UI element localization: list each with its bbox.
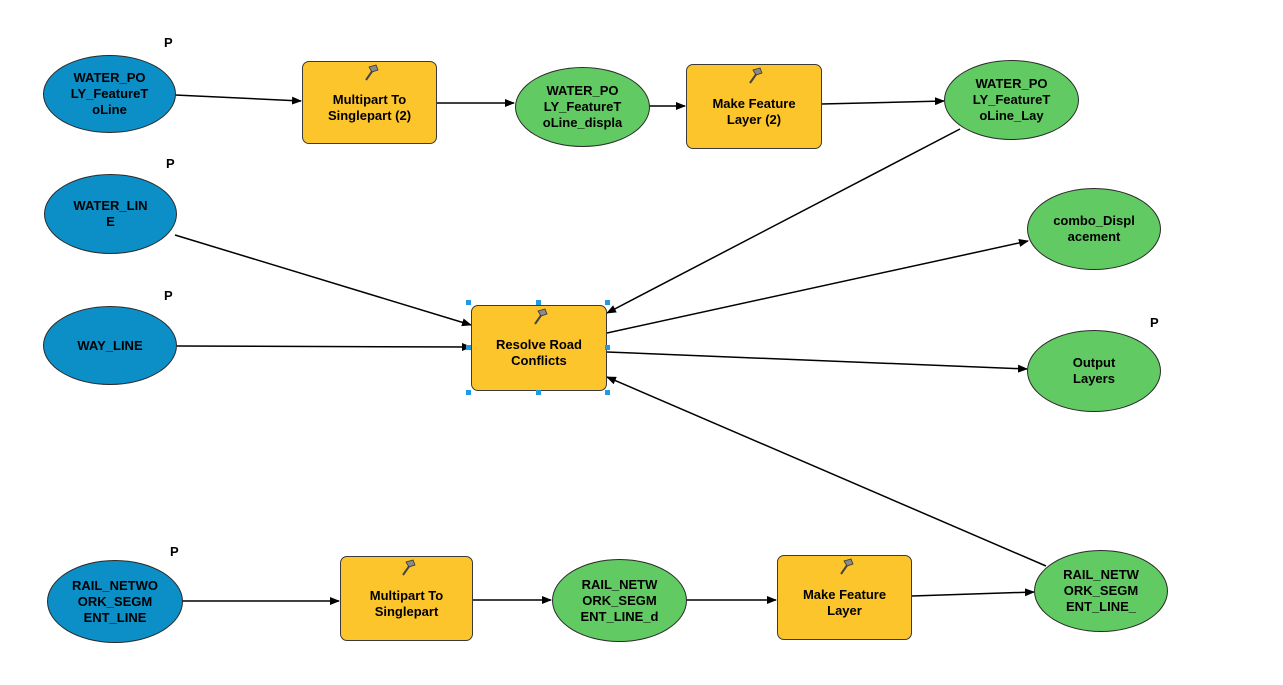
node-label: Multipart To Singlepart (2) (327, 91, 412, 123)
node-label: WATER_PO LY_FeatureT oLine (70, 70, 149, 117)
node-label: WATER_PO LY_FeatureT oLine_Lay (972, 76, 1051, 123)
node-label: RAIL_NETWO ORK_SEGM ENT_LINE (72, 577, 158, 625)
connector-make-layer-2-to-water-poly-lay[interactable] (820, 97, 945, 106)
rail-network-segment-line-d-node[interactable]: RAIL_NETW ORK_SEGM ENT_LINE_d (552, 559, 687, 642)
selection-handle[interactable] (536, 300, 541, 305)
combo-displacement-node[interactable]: combo_Displ acement (1027, 188, 1161, 270)
selection-handle[interactable] (466, 390, 471, 395)
selection-handle[interactable] (466, 300, 471, 305)
node-label: WATER_LIN E (73, 198, 148, 229)
water-poly-featuretoline-lay-node[interactable]: WATER_PO LY_FeatureT oLine_Lay (944, 60, 1079, 140)
make-feature-layer-tool[interactable]: Make Feature Layer (777, 555, 912, 640)
connector-make-layer-1-to-rail-network-out[interactable] (911, 588, 1035, 597)
parameter-flag: P (170, 544, 179, 559)
connector-rail-network-out-to-resolve-road[interactable] (606, 376, 1047, 567)
node-label: Make Feature Layer (2) (712, 95, 796, 127)
hammer-icon (534, 308, 548, 325)
node-label: WAY_LINE (77, 337, 143, 353)
resolve-road-conflicts-tool[interactable]: Resolve Road Conflicts (471, 305, 607, 391)
parameter-flag: P (1150, 315, 1159, 330)
parameter-flag: P (164, 35, 173, 50)
node-label: WATER_PO LY_FeatureT oLine_displa (542, 83, 623, 130)
node-label: Resolve Road Conflicts (496, 337, 582, 368)
selection-handle[interactable] (536, 390, 541, 395)
rail-network-segment-line-output-node[interactable]: RAIL_NETW ORK_SEGM ENT_LINE_ (1034, 550, 1168, 632)
hammer-icon (749, 67, 763, 84)
connector-resolve-road-to-output-layers[interactable] (606, 351, 1028, 373)
node-label: RAIL_NETW ORK_SEGM ENT_LINE_ (1063, 567, 1139, 614)
parameter-flag: P (166, 156, 175, 171)
node-label: Output Layers (1072, 355, 1116, 386)
hammer-icon (839, 558, 854, 575)
connector-resolve-road-to-combo-displacement[interactable] (606, 239, 1029, 334)
hammer-icon (364, 64, 379, 81)
multipart-to-singlepart-2-tool[interactable]: Multipart To Singlepart (2) (302, 61, 437, 144)
water-poly-featuretoline-display-node[interactable]: WATER_PO LY_FeatureT oLine_displa (515, 67, 650, 147)
node-label: combo_Displ acement (1053, 213, 1135, 244)
water-poly-featuretoline-node[interactable]: WATER_PO LY_FeatureT oLine (43, 55, 176, 133)
connector-water-poly-to-multipart-2[interactable] (174, 94, 302, 105)
connector-water-poly-lay-to-resolve-road[interactable] (606, 128, 961, 314)
connector-way-line-to-resolve-road[interactable] (176, 342, 472, 351)
output-layers-node[interactable]: Output Layers (1027, 330, 1161, 412)
multipart-to-singlepart-tool[interactable]: Multipart To Singlepart (340, 556, 473, 641)
way-line-node[interactable]: WAY_LINE (43, 306, 177, 385)
node-label: Multipart To Singlepart (369, 587, 444, 619)
water-line-node[interactable]: WATER_LIN E (44, 174, 177, 254)
parameter-flag: P (164, 288, 173, 303)
node-label: Make Feature Layer (802, 586, 887, 618)
connector-water-line-to-resolve-road[interactable] (174, 234, 472, 327)
selection-handle[interactable] (605, 345, 610, 350)
rail-network-segment-line-node[interactable]: RAIL_NETWO ORK_SEGM ENT_LINE (47, 560, 183, 643)
selection-handle[interactable] (605, 300, 610, 305)
selection-handle[interactable] (605, 390, 610, 395)
hammer-icon (401, 559, 416, 576)
node-label: RAIL_NETW ORK_SEGM ENT_LINE_d (580, 576, 659, 624)
selection-handle[interactable] (466, 345, 471, 350)
make-feature-layer-2-tool[interactable]: Make Feature Layer (2) (686, 64, 822, 149)
